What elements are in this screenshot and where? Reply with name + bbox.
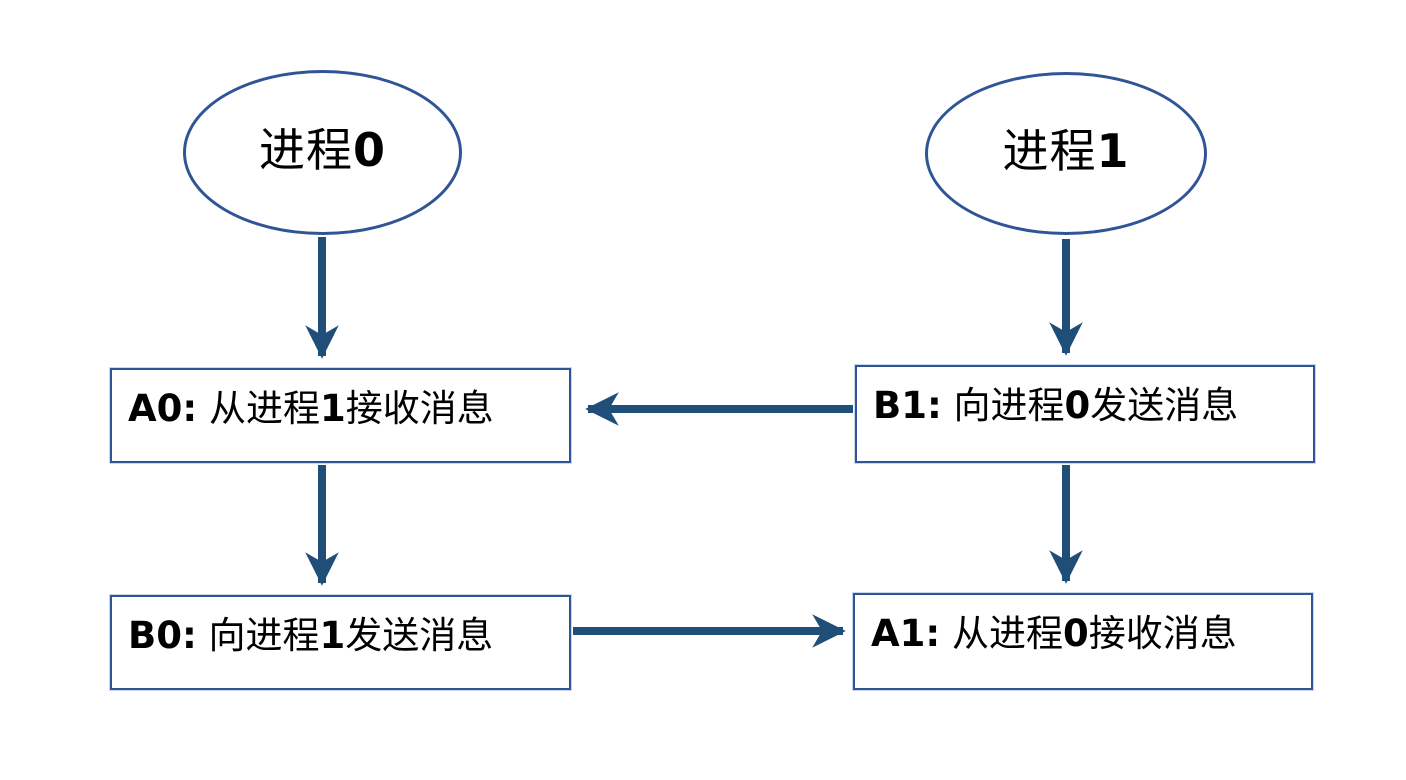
- process1-label: 进程1: [1002, 123, 1130, 178]
- process0-node: 进程0: [183, 70, 462, 235]
- box-a1-label: A1: 从进程0接收消息: [871, 612, 1237, 655]
- box-a1-receive-from-p0: A1: 从进程0接收消息: [853, 593, 1313, 690]
- box-b0-send-to-p1: B0: 向进程1发送消息: [110, 595, 571, 690]
- process1-node: 进程1: [925, 72, 1207, 235]
- process0-label: 进程0: [258, 122, 386, 177]
- box-b0-label: B0: 向进程1发送消息: [128, 614, 494, 657]
- box-a0-label: A0: 从进程1接收消息: [128, 387, 494, 430]
- box-b1-label: B1: 向进程0发送消息: [873, 384, 1239, 427]
- box-b1-send-to-p0: B1: 向进程0发送消息: [855, 365, 1315, 463]
- box-a0-receive-from-p1: A0: 从进程1接收消息: [110, 368, 571, 463]
